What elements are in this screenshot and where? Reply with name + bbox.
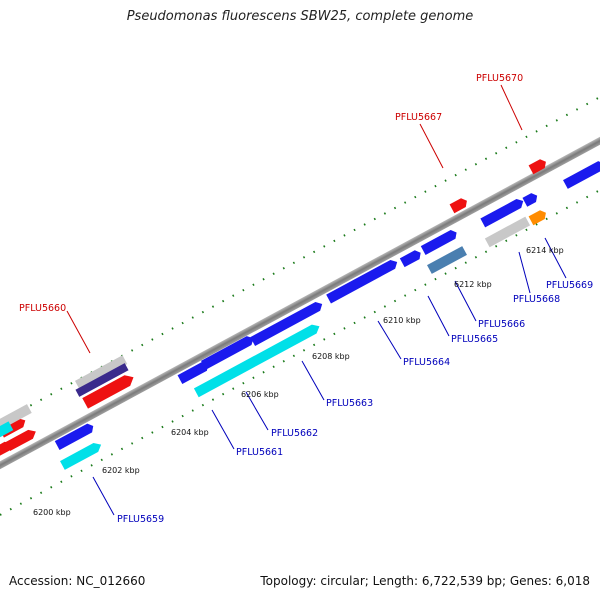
gene-arrow-red[interactable] bbox=[449, 196, 470, 214]
kbp-scale: 6200 kbp 6202 kbp 6204 kbp 6206 kbp 6208… bbox=[33, 246, 564, 517]
gene-label[interactable]: PFLU5668 bbox=[513, 294, 560, 305]
gene-arrow-red[interactable] bbox=[528, 157, 549, 175]
gene-label[interactable]: PFLU5660 bbox=[19, 303, 66, 314]
gene-arrow-red[interactable] bbox=[82, 372, 136, 409]
kbp-label: 6212 kbp bbox=[454, 280, 492, 289]
label-leader bbox=[500, 84, 523, 131]
gene-arrow-cyan[interactable] bbox=[0, 421, 14, 439]
genome-title: Pseudomonas fluorescens SBW25, complete … bbox=[126, 9, 474, 24]
genome-summary: Topology: circular; Length: 6,722,539 bp… bbox=[260, 574, 590, 588]
kbp-label: 6200 kbp bbox=[33, 508, 71, 517]
gene-label[interactable]: PFLU5663 bbox=[326, 398, 373, 409]
gene-arrow-blue[interactable] bbox=[200, 334, 256, 370]
label-leader bbox=[377, 320, 402, 360]
kbp-label: 6206 kbp bbox=[241, 390, 279, 399]
gene-arrow-blue[interactable] bbox=[480, 197, 525, 228]
reverse-gene-labels: PFLU5659 PFLU5661 PFLU5662 PFLU5663 PFLU… bbox=[117, 280, 593, 525]
label-leader bbox=[454, 280, 477, 322]
reverse-genes bbox=[0, 159, 600, 516]
kbp-label: 6208 kbp bbox=[312, 352, 350, 361]
label-leader bbox=[245, 391, 269, 431]
gene-arrow-blue[interactable] bbox=[420, 228, 459, 255]
label-leader bbox=[92, 476, 115, 516]
kbp-label: 6210 kbp bbox=[383, 316, 421, 325]
kbp-label: 6204 kbp bbox=[171, 428, 209, 437]
gene-label[interactable]: PFLU5664 bbox=[403, 357, 450, 368]
gene-label[interactable]: PFLU5667 bbox=[395, 112, 442, 123]
gene-label[interactable]: PFLU5665 bbox=[451, 334, 498, 345]
gene-arrow-orange[interactable] bbox=[528, 208, 549, 226]
gene-arrow-blue[interactable] bbox=[563, 159, 600, 189]
kbp-label: 6214 kbp bbox=[526, 246, 564, 255]
label-leader bbox=[419, 123, 444, 169]
gene-arrow-gray[interactable] bbox=[74, 355, 128, 390]
label-leader bbox=[66, 310, 91, 354]
forward-genes bbox=[0, 84, 549, 460]
label-leader bbox=[518, 251, 531, 294]
gene-arrow-blue[interactable] bbox=[522, 191, 539, 207]
gene-arrow-navy[interactable] bbox=[75, 363, 129, 397]
gene-label[interactable]: PFLU5666 bbox=[478, 319, 525, 330]
gene-arrow-cyan[interactable] bbox=[60, 440, 103, 470]
gene-label[interactable]: PFLU5659 bbox=[117, 514, 164, 525]
gene-arrow-blue[interactable] bbox=[326, 258, 399, 304]
gene-arrow-red[interactable] bbox=[0, 439, 14, 460]
forward-gene-labels: PFLU5660 PFLU5667 PFLU5670 bbox=[19, 73, 523, 314]
gene-label[interactable]: PFLU5661 bbox=[236, 447, 283, 458]
gene-label[interactable]: PFLU5670 bbox=[476, 73, 523, 84]
gene-arrow-blue[interactable] bbox=[399, 248, 423, 268]
gene-arrow-gray[interactable] bbox=[484, 216, 531, 248]
label-leader bbox=[544, 237, 567, 279]
gene-arrow-blue[interactable] bbox=[250, 300, 324, 346]
gene-label[interactable]: PFLU5662 bbox=[271, 428, 318, 439]
gene-arrow-blue[interactable] bbox=[177, 360, 211, 385]
gene-arrow-red[interactable] bbox=[5, 427, 38, 452]
gene-arrow-cyan[interactable] bbox=[193, 322, 322, 398]
gene-arrow-steel[interactable] bbox=[427, 246, 467, 274]
gene-label[interactable]: PFLU5669 bbox=[546, 280, 593, 291]
kbp-label: 6202 kbp bbox=[102, 466, 140, 475]
genome-backbone bbox=[0, 119, 600, 487]
accession-text: Accession: NC_012660 bbox=[9, 574, 146, 588]
label-leader bbox=[427, 295, 450, 337]
label-leader bbox=[301, 360, 325, 401]
gene-arrow-blue[interactable] bbox=[54, 422, 96, 450]
label-leader bbox=[211, 409, 235, 450]
